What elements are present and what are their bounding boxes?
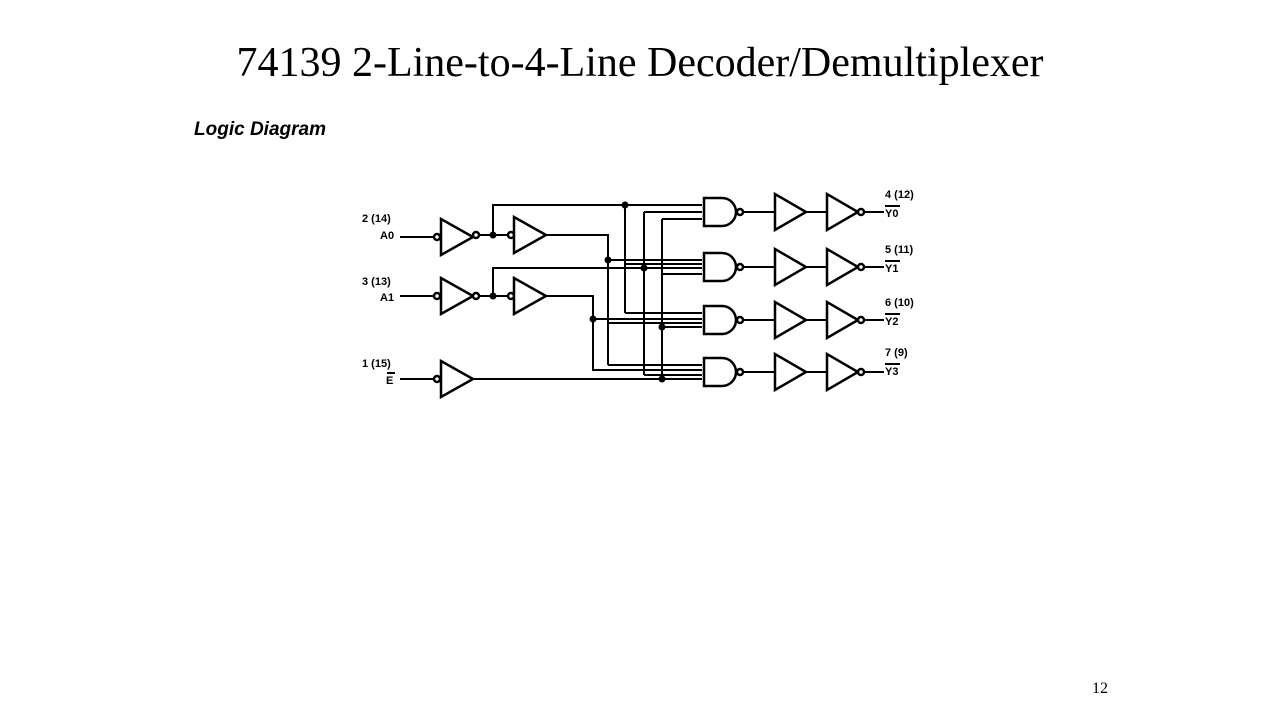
inverter-a0-second — [471, 214, 549, 256]
nand-gate-y1 — [702, 251, 745, 283]
wiring — [473, 204, 702, 380]
input-a1-label: A1 — [380, 292, 394, 304]
nand-gate-y0 — [702, 196, 745, 228]
inverter-e-input — [400, 358, 476, 400]
nand-gate-y3 — [702, 356, 745, 388]
output-y1-label: Y1 — [885, 263, 898, 275]
output-y2-label: Y2 — [885, 316, 898, 328]
slide-title: 74139 2-Line-to-4-Line Decoder/Demultipl… — [236, 40, 1044, 86]
output-y0-pin-label: 4 (12) — [885, 189, 914, 201]
input-e-pin-label: 1 (15) — [362, 358, 391, 370]
inverter-a1-second — [471, 275, 549, 317]
nand-gate-y2 — [702, 304, 745, 336]
input-e-label: E — [386, 375, 393, 387]
diagram-heading: Logic Diagram — [194, 119, 326, 140]
output-y3-label: Y3 — [885, 366, 898, 378]
output-y1-pin-label: 5 (11) — [885, 244, 913, 256]
output-buffers-y2 — [743, 299, 884, 341]
inverter-a0-input — [400, 216, 476, 258]
output-buffers-y1 — [743, 246, 884, 288]
junction-dots — [489, 201, 666, 383]
input-a0-pin-label: 2 (14) — [362, 213, 391, 225]
output-buffers-y0 — [743, 191, 884, 233]
input-a0-label: A0 — [380, 230, 394, 242]
output-y0-label: Y0 — [885, 208, 898, 220]
slide-number: 12 — [1092, 680, 1108, 697]
output-y3-pin-label: 7 (9) — [885, 347, 908, 359]
input-a1-pin-label: 3 (13) — [362, 276, 391, 288]
inverter-a1-input — [400, 275, 476, 317]
output-y2-pin-label: 6 (10) — [885, 297, 914, 309]
output-buffers-y3 — [743, 351, 884, 393]
